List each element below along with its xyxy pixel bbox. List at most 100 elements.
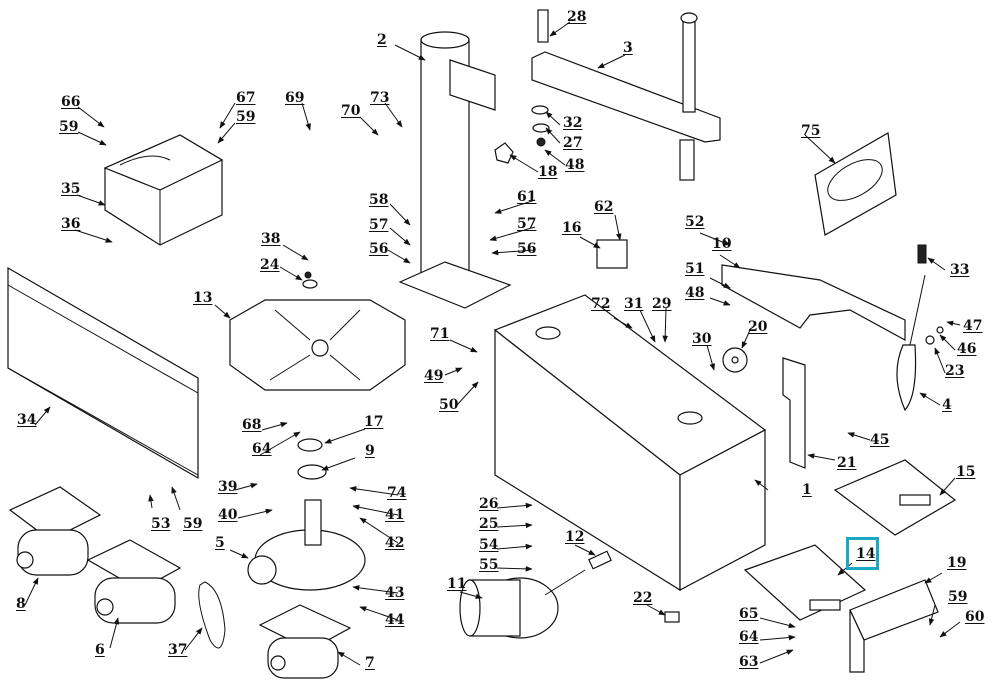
callout-58[interactable]: 58	[369, 192, 389, 208]
callout-65[interactable]: 65	[739, 606, 759, 622]
bead-breaker-arm-drawing	[721, 264, 906, 342]
callout-67[interactable]: 67	[236, 90, 256, 106]
callout-40[interactable]: 40	[218, 507, 238, 523]
leader-lines	[24, 21, 961, 666]
callout-50[interactable]: 50	[439, 397, 459, 413]
logo-plate-drawing	[814, 132, 897, 236]
callout-51[interactable]: 51	[685, 261, 705, 277]
gearbox-drawing	[247, 499, 366, 591]
callout-46[interactable]: 46	[957, 341, 977, 357]
pedal-assembly-rear-drawing	[833, 459, 957, 536]
callout-55[interactable]: 55	[479, 557, 499, 573]
callout-22[interactable]: 22	[633, 590, 653, 606]
callout-24[interactable]: 24	[260, 257, 280, 273]
callout-41[interactable]: 41	[385, 507, 405, 523]
callout-14[interactable]: 14	[856, 546, 876, 562]
callout-28[interactable]: 28	[567, 9, 587, 25]
callout-70[interactable]: 70	[341, 103, 361, 119]
callout-31[interactable]: 31	[624, 296, 644, 312]
callout-6[interactable]: 6	[95, 642, 105, 658]
callout-60[interactable]: 60	[965, 609, 985, 625]
tool-tray-drawing	[103, 134, 224, 246]
side-bracket-drawing	[782, 357, 806, 469]
callout-74[interactable]: 74	[387, 485, 407, 501]
callout-15[interactable]: 15	[956, 464, 976, 480]
callout-42[interactable]: 42	[385, 535, 405, 551]
callout-37[interactable]: 37	[168, 642, 188, 658]
callout-32[interactable]: 32	[563, 115, 583, 131]
callout-48-arm[interactable]: 48	[565, 157, 585, 173]
callout-64-pedal[interactable]: 64	[739, 629, 759, 645]
callout-56-right[interactable]: 56	[517, 241, 537, 257]
highlight-box	[846, 537, 879, 570]
callout-19[interactable]: 19	[947, 555, 967, 571]
small-parts	[297, 105, 944, 623]
callout-7[interactable]: 7	[365, 655, 375, 671]
callout-54[interactable]: 54	[479, 537, 499, 553]
callout-23[interactable]: 23	[945, 363, 965, 379]
callout-59-tray-left[interactable]: 59	[59, 119, 79, 135]
callout-72[interactable]: 72	[591, 296, 611, 312]
callout-68[interactable]: 68	[242, 417, 262, 433]
callout-2[interactable]: 2	[377, 32, 387, 48]
callout-26[interactable]: 26	[479, 496, 499, 512]
callout-38[interactable]: 38	[261, 231, 281, 247]
callout-47[interactable]: 47	[963, 318, 983, 334]
callout-56-left[interactable]: 56	[369, 241, 389, 257]
callout-64-turntable[interactable]: 64	[252, 441, 272, 457]
callout-9[interactable]: 9	[365, 443, 375, 459]
callout-33[interactable]: 33	[950, 262, 970, 278]
callout-45[interactable]: 45	[870, 432, 890, 448]
callout-43[interactable]: 43	[385, 585, 405, 601]
callout-52[interactable]: 52	[685, 214, 705, 230]
callout-49[interactable]: 49	[424, 368, 444, 384]
callout-3[interactable]: 3	[623, 40, 633, 56]
callout-48-breaker[interactable]: 48	[685, 285, 705, 301]
callout-27[interactable]: 27	[563, 135, 583, 151]
callout-8[interactable]: 8	[16, 596, 26, 612]
callout-59-cover[interactable]: 59	[948, 589, 968, 605]
callout-4[interactable]: 4	[942, 397, 952, 413]
callout-36[interactable]: 36	[61, 216, 81, 232]
swing-arm-drawing	[531, 9, 721, 181]
callout-25[interactable]: 25	[479, 516, 499, 532]
callout-57-left[interactable]: 57	[369, 217, 389, 233]
callout-63[interactable]: 63	[739, 654, 759, 670]
callout-75[interactable]: 75	[801, 123, 821, 139]
callout-66[interactable]: 66	[61, 94, 81, 110]
cylinder-drawing	[459, 569, 586, 639]
callout-5[interactable]: 5	[215, 535, 225, 551]
callout-62[interactable]: 62	[594, 199, 614, 215]
callout-39[interactable]: 39	[218, 479, 238, 495]
callout-16[interactable]: 16	[562, 220, 582, 236]
callout-11[interactable]: 11	[447, 576, 467, 592]
callout-59-motor[interactable]: 59	[183, 516, 203, 532]
callout-71[interactable]: 71	[430, 326, 450, 342]
callout-20[interactable]: 20	[748, 319, 768, 335]
callout-34[interactable]: 34	[17, 412, 37, 428]
callout-21[interactable]: 21	[837, 455, 857, 471]
turntable-drawing	[229, 299, 406, 391]
cabinet-drawing	[493, 294, 767, 592]
callout-30[interactable]: 30	[692, 331, 712, 347]
callout-73[interactable]: 73	[370, 90, 390, 106]
callout-53[interactable]: 53	[151, 516, 171, 532]
callout-18[interactable]: 18	[538, 164, 558, 180]
callout-69[interactable]: 69	[285, 90, 305, 106]
callout-44[interactable]: 44	[385, 612, 405, 628]
callout-13[interactable]: 13	[193, 290, 213, 306]
pedal-cover-drawing	[849, 579, 939, 673]
motor-7-drawing	[258, 604, 352, 679]
callout-57-right[interactable]: 57	[517, 216, 537, 232]
callout-35[interactable]: 35	[61, 181, 81, 197]
callout-17[interactable]: 17	[364, 414, 384, 430]
column-drawing	[398, 31, 512, 309]
callout-1[interactable]: 1	[802, 482, 812, 498]
callout-10[interactable]: 10	[712, 236, 732, 252]
callout-29[interactable]: 29	[652, 296, 672, 312]
callout-12[interactable]: 12	[565, 529, 585, 545]
callout-59-tray-right[interactable]: 59	[236, 109, 256, 125]
callout-61[interactable]: 61	[517, 189, 537, 205]
